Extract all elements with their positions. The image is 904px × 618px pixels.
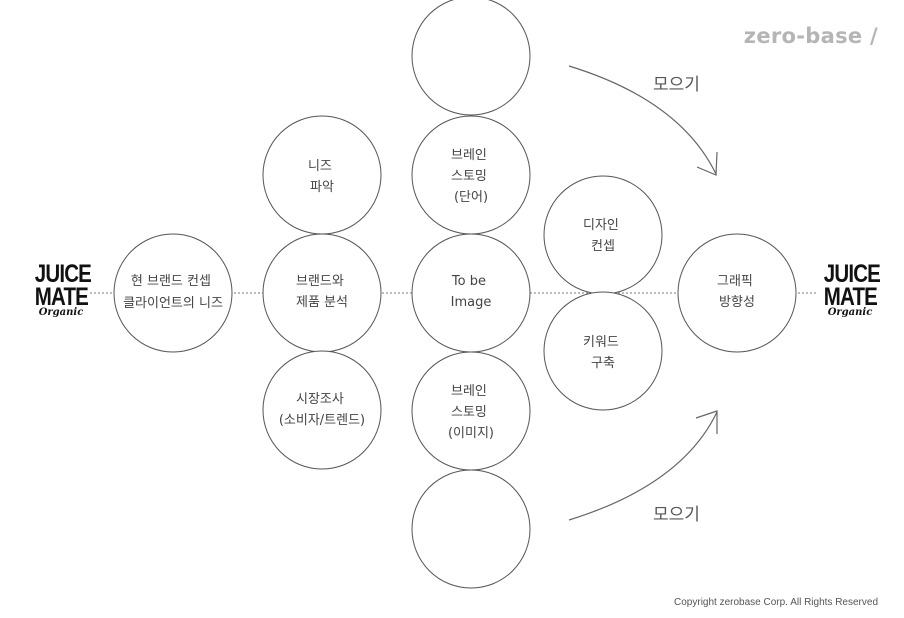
node-brainstorm-words: 브레인 스토밍 (단어) <box>411 115 531 235</box>
node-label-line: (단어) <box>454 190 488 205</box>
node-keyword-build: 키워드 구축 <box>543 291 663 411</box>
svg-text:니즈 파악: 니즈 파악 <box>308 159 336 195</box>
node-label-line: (이미지) <box>448 426 494 441</box>
node-label-line: 시장조사 <box>296 392 344 407</box>
node-label-line: 제품 분석 <box>296 295 348 310</box>
logo-text-juice: JUICE <box>34 260 92 288</box>
node-label-line: 스토밍 <box>451 169 487 184</box>
node-label-line: 그래픽 <box>717 274 753 289</box>
node-label-line: 구축 <box>591 356 615 371</box>
node-label-line: 디자인 <box>583 218 619 233</box>
logo-left: JUICE MATE Organic <box>29 260 93 318</box>
arrow-top-label: 모으기 <box>653 75 700 95</box>
arrow-top <box>568 65 718 176</box>
node-client-needs: 현 브랜드 컨셉 클라이언트의 니즈 <box>113 233 233 353</box>
node-label-line: 브레인 <box>451 148 487 163</box>
node-label-line: 방향성 <box>719 295 755 310</box>
svg-text:키워드 구축: 키워드 구축 <box>583 335 623 371</box>
svg-text:현 브랜드 컨셉 클라이언트의 니즈: 현 브랜드 컨셉 클라이언트의 니즈 <box>123 274 223 311</box>
node-label-line: 파악 <box>310 180 334 195</box>
brand-mark: zero-base / <box>743 24 878 48</box>
node-label-line: 키워드 <box>583 335 619 350</box>
node-brainstorm-bottom-empty <box>411 469 531 589</box>
logo-text-organic: Organic <box>38 307 84 318</box>
svg-text:브레인 스토밍 (이미지): 브레인 스토밍 (이미지) <box>448 384 494 441</box>
svg-text:시장조사 (소비자/트렌드): 시장조사 (소비자/트렌드) <box>279 392 365 428</box>
arrow-bottom-label: 모으기 <box>653 505 700 525</box>
node-label-line: 현 브랜드 컨셉 <box>131 274 211 289</box>
node-label-line: Image <box>451 295 492 310</box>
logo-right: JUICE MATE Organic <box>818 260 882 318</box>
node-brand-product-analysis: 브랜드와 제품 분석 <box>262 233 382 353</box>
logo-text-mate: MATE <box>34 283 89 311</box>
node-label-line: 니즈 <box>308 159 332 174</box>
node-label-line: 브랜드와 <box>296 274 344 289</box>
node-label-line: To be <box>451 274 486 289</box>
logo-text-organic: Organic <box>827 307 873 318</box>
node-needs-analysis: 니즈 파악 <box>262 115 382 235</box>
node-market-research: 시장조사 (소비자/트렌드) <box>262 350 382 470</box>
svg-text:브레인 스토밍 (단어): 브레인 스토밍 (단어) <box>451 148 491 205</box>
svg-text:디자인 컨셉: 디자인 컨셉 <box>583 218 623 254</box>
node-brainstorm-images: 브레인 스토밍 (이미지) <box>411 351 531 471</box>
node-brainstorm-top-empty <box>411 0 531 116</box>
logo-text-juice: JUICE <box>823 260 881 288</box>
node-label-line: 브레인 <box>451 384 487 399</box>
node-design-concept: 디자인 컨셉 <box>543 175 663 295</box>
node-to-be-image: To be Image <box>411 233 531 353</box>
svg-text:브랜드와 제품 분석: 브랜드와 제품 분석 <box>296 274 348 310</box>
node-label-line: (소비자/트렌드) <box>279 413 365 428</box>
logo-text-mate: MATE <box>823 283 878 311</box>
svg-text:To be Image: To be Image <box>451 274 492 310</box>
copyright-notice: Copyright zerobase Corp. All Rights Rese… <box>674 597 878 608</box>
svg-text:그래픽 방향성: 그래픽 방향성 <box>717 274 757 310</box>
node-label-line: 클라이언트의 니즈 <box>123 296 223 311</box>
node-label-line: 컨셉 <box>591 239 615 254</box>
node-graphic-direction: 그래픽 방향성 <box>677 233 797 353</box>
arrow-bottom <box>568 410 718 521</box>
node-label-line: 스토밍 <box>451 405 487 420</box>
